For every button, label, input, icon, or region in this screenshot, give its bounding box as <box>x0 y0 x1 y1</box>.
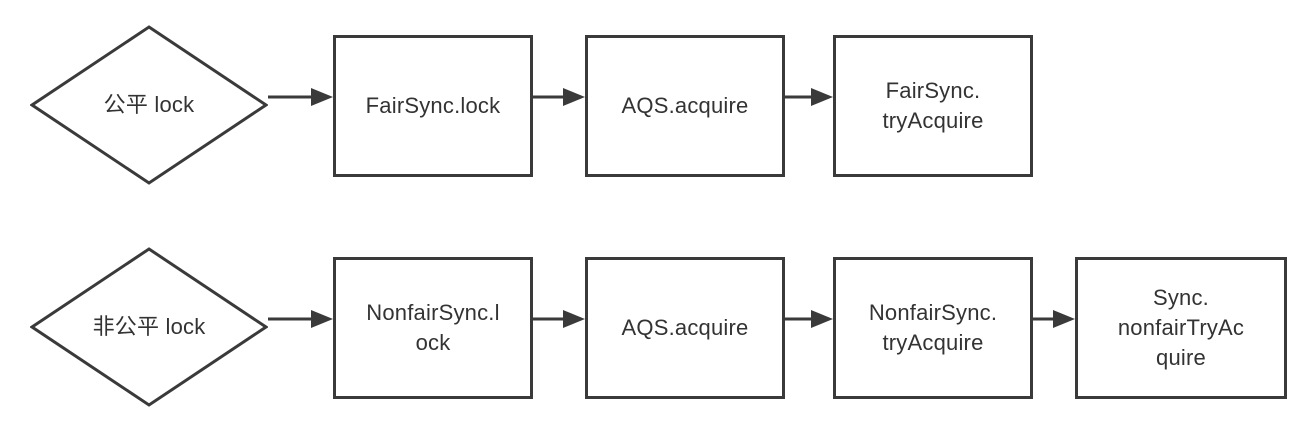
arrow-connector <box>268 86 333 108</box>
node-nonfair-sync-lock[interactable]: NonfairSync.l ock <box>333 257 533 399</box>
node-label: 公平 lock <box>103 92 195 117</box>
arrow-head-icon <box>311 310 333 328</box>
node-label: FairSync. tryAcquire <box>882 78 984 133</box>
node-label: FairSync.lock <box>365 93 501 118</box>
node-sync-nonfair-try[interactable]: Sync. nonfairTryAc quire <box>1075 257 1287 399</box>
node-nonfair-aqs-acquire[interactable]: AQS.acquire <box>585 257 785 399</box>
node-label: NonfairSync.l ock <box>366 300 500 355</box>
arrow-head-icon <box>1053 310 1075 328</box>
arrow-connector <box>533 86 585 108</box>
node-label: NonfairSync. tryAcquire <box>868 300 998 355</box>
arrow-head-icon <box>811 310 833 328</box>
arrow-head-icon <box>311 88 333 106</box>
node-nonfair-start[interactable]: 非公平 lock <box>30 247 268 407</box>
node-label: AQS.acquire <box>621 315 749 340</box>
arrow-connector <box>533 308 585 330</box>
arrow-connector <box>785 86 833 108</box>
node-label: Sync. nonfairTryAc quire <box>1117 285 1245 370</box>
node-fair-sync-lock[interactable]: FairSync.lock <box>333 35 533 177</box>
node-nonfair-try-acquire[interactable]: NonfairSync. tryAcquire <box>833 257 1033 399</box>
node-fair-try-acquire[interactable]: FairSync. tryAcquire <box>833 35 1033 177</box>
arrow-connector <box>268 308 333 330</box>
arrow-head-icon <box>563 310 585 328</box>
node-label: AQS.acquire <box>621 93 749 118</box>
node-label: 非公平 lock <box>92 314 206 339</box>
diamond-shape-icon <box>30 247 268 407</box>
arrow-connector <box>785 308 833 330</box>
arrow-head-icon <box>811 88 833 106</box>
node-fair-start[interactable]: 公平 lock <box>30 25 268 185</box>
arrow-head-icon <box>563 88 585 106</box>
arrow-connector <box>1033 308 1075 330</box>
node-fair-aqs-acquire[interactable]: AQS.acquire <box>585 35 785 177</box>
diamond-shape-icon <box>30 25 268 185</box>
